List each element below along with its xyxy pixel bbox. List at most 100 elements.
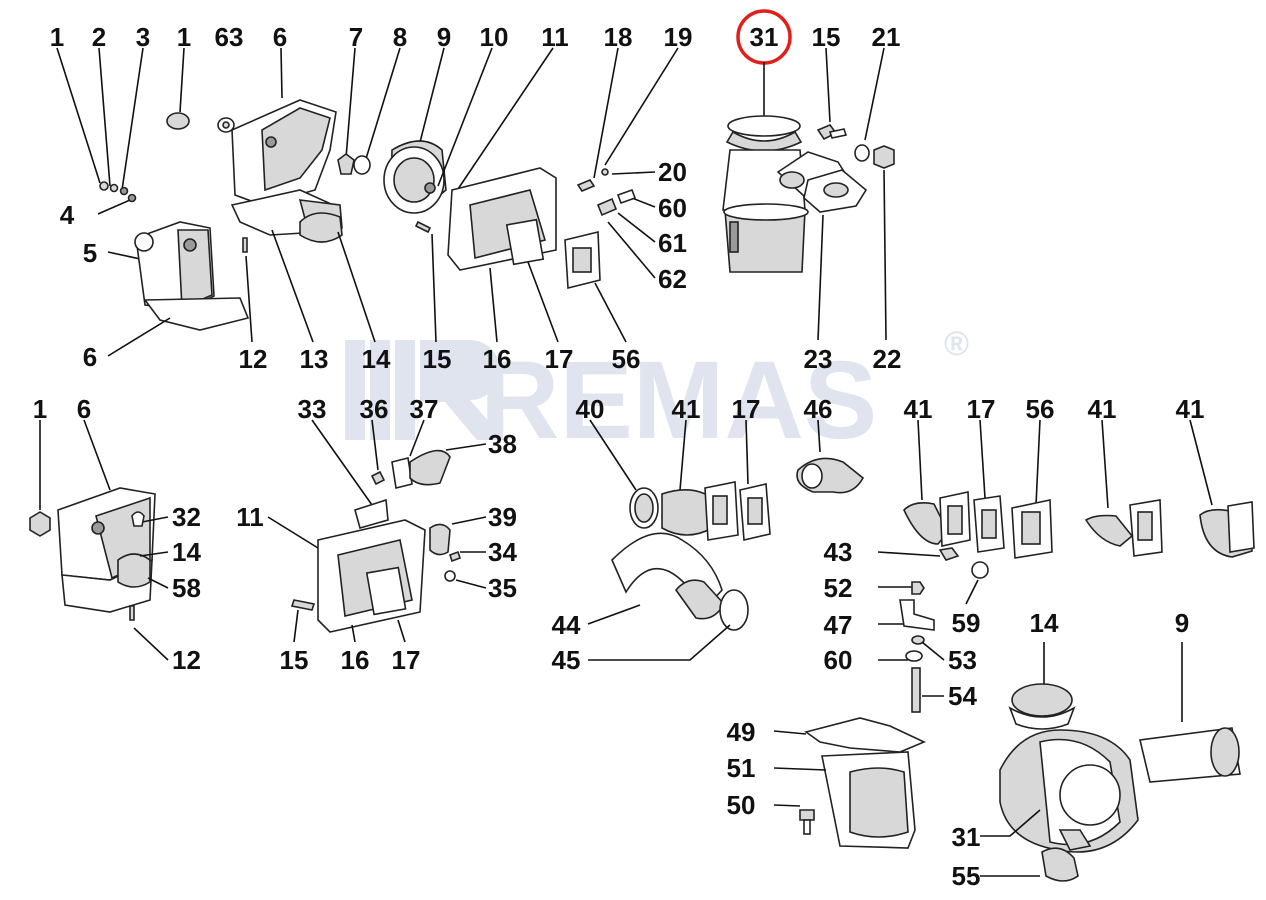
callout-60: 60	[658, 193, 687, 223]
callout-41: 41	[904, 394, 933, 424]
part-nut-22	[873, 145, 895, 341]
callout-17: 17	[545, 344, 574, 374]
part-cover-58	[29, 419, 169, 661]
callout-47: 47	[824, 610, 853, 640]
callout-15: 15	[812, 22, 841, 52]
callout-56: 56	[1026, 394, 1055, 424]
callout-41: 41	[1176, 394, 1205, 424]
callout-61: 61	[658, 228, 687, 258]
part-flange-assembly	[903, 419, 1255, 559]
callout-54: 54	[948, 681, 977, 711]
callout-4: 4	[60, 200, 75, 230]
callout-16: 16	[483, 344, 512, 374]
part-screw-18	[576, 47, 619, 192]
callout-6: 6	[77, 394, 91, 424]
callout-56: 56	[612, 344, 641, 374]
callout-33: 33	[298, 394, 327, 424]
callout-23: 23	[804, 344, 833, 374]
callout-41: 41	[672, 394, 701, 424]
part-screw-19	[601, 47, 679, 176]
callout-41: 41	[1088, 394, 1117, 424]
callout-31: 31	[952, 822, 981, 852]
callout-31: 31	[750, 22, 779, 52]
callout-34: 34	[488, 537, 517, 567]
callout-52: 52	[824, 573, 853, 603]
watermark-r-logo	[345, 340, 505, 440]
part-washer-21	[854, 47, 885, 162]
part-bracket-assembly	[267, 419, 487, 643]
callout-1: 1	[33, 394, 47, 424]
callout-22: 22	[873, 344, 902, 374]
callout-12: 12	[239, 344, 268, 374]
part-cover-upper	[230, 47, 343, 240]
leader-56a	[594, 282, 627, 343]
callout-17: 17	[392, 645, 421, 675]
callout-17: 17	[732, 394, 761, 424]
callout-20: 20	[658, 157, 687, 187]
callout-62: 62	[658, 264, 687, 294]
watermark-registered: ®	[944, 325, 969, 363]
callout-6: 6	[273, 22, 287, 52]
callout-36: 36	[360, 394, 389, 424]
part-fitting-61	[617, 212, 656, 243]
callout-58: 58	[172, 573, 201, 603]
part-fitting-62	[607, 221, 656, 279]
callout-2: 2	[92, 22, 106, 52]
part-mounting-bracket	[773, 717, 926, 849]
watermark-brand: REMAS	[480, 339, 877, 462]
callout-11: 11	[541, 22, 569, 52]
callout-46: 46	[804, 394, 833, 424]
callout-15: 15	[423, 344, 452, 374]
leader-16a	[489, 267, 498, 343]
callout-32: 32	[172, 502, 201, 532]
callout-44: 44	[552, 610, 581, 640]
callout-21: 21	[872, 22, 901, 52]
part-bolt-small	[56, 47, 144, 215]
part-hardware-stack	[877, 547, 989, 713]
part-cover-lower	[107, 221, 250, 357]
part-hose-assembly	[587, 419, 865, 661]
callout-10: 10	[480, 22, 509, 52]
part-filter-element	[383, 47, 447, 214]
callout-59: 59	[952, 608, 981, 638]
part-screw-12a	[242, 237, 253, 343]
callout-5: 5	[83, 238, 97, 268]
callout-19: 19	[664, 22, 693, 52]
callout-14: 14	[1030, 608, 1059, 638]
callout-17: 17	[967, 394, 996, 424]
part-bracket-13	[271, 229, 314, 343]
callout-60: 60	[824, 645, 853, 675]
callout-43: 43	[824, 537, 853, 567]
part-bracket-plate	[447, 167, 557, 271]
callout-9: 9	[1175, 608, 1189, 638]
callout-51: 51	[727, 753, 756, 783]
callout-7: 7	[349, 22, 363, 52]
callout-15: 15	[280, 645, 309, 675]
callout-14: 14	[362, 344, 391, 374]
callout-6: 6	[83, 342, 97, 372]
callout-40: 40	[576, 394, 605, 424]
callout-63: 63	[215, 22, 244, 52]
callout-11: 11	[236, 502, 264, 532]
callout-9: 9	[437, 22, 451, 52]
callout-8: 8	[393, 22, 407, 52]
part-screw-20	[611, 171, 656, 175]
callout-1: 1	[50, 22, 64, 52]
callout-50: 50	[727, 790, 756, 820]
part-air-filter-housing	[722, 9, 860, 273]
callout-39: 39	[488, 502, 517, 532]
callout-1: 1	[177, 22, 191, 52]
callout-38: 38	[488, 429, 517, 459]
part-bolt-10	[437, 47, 493, 187]
part-washer-63	[217, 117, 235, 133]
callout-49: 49	[727, 717, 756, 747]
callout-16: 16	[341, 645, 370, 675]
callout-13: 13	[300, 344, 329, 374]
part-gasket-56	[564, 230, 601, 290]
callout-3: 3	[136, 22, 150, 52]
leader-17a	[527, 261, 559, 343]
part-bolt-15a	[816, 47, 848, 141]
callout-18: 18	[604, 22, 633, 52]
part-bolt-15b	[414, 220, 437, 343]
part-gasket-23	[803, 169, 868, 341]
